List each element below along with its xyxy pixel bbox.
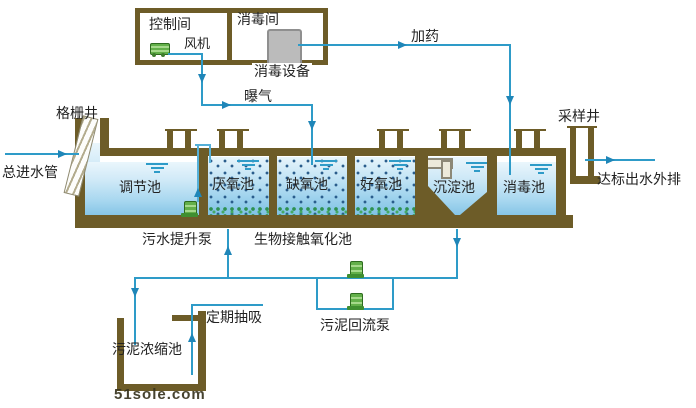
label-periodic-suction: 定期抽吸 [206,309,262,325]
label-sampling-well: 采样井 [558,108,600,124]
label-anoxic-tank: 缺氧池 [286,176,328,192]
biofilm-media-strip [208,206,269,215]
inlet-line [5,153,79,155]
lift-pump-pipe-top [195,144,211,146]
label-sedimentation-tank: 沉淀池 [433,179,475,195]
aeration-line-seg1 [168,53,203,55]
water-surface-icon [530,164,552,174]
label-dosing: 加药 [411,28,439,44]
arrow-down-icon [198,74,206,83]
thickener-top-step [172,315,198,321]
lift-pump-pipe-drop [209,146,211,163]
label-grid-well: 格栅井 [56,105,98,121]
divider-anaerobic-anoxic [269,148,277,215]
label-anaerobic-tank: 厌氧池 [212,176,254,192]
manhole-stub [219,131,243,148]
divider-regulation-anaerobic [199,148,208,215]
disinfection-equipment-box [267,29,302,66]
manhole-lid [514,129,546,131]
arrow-right-icon [222,101,231,109]
biofilm-media-strip [277,206,347,215]
water-surface-icon [389,160,411,170]
manhole-lid [217,129,249,131]
tank-base-slab [75,215,573,228]
arrow-down-icon [308,121,316,130]
label-aeration: 曝气 [244,88,272,104]
manhole-stub [441,131,465,148]
water-surface-icon [146,163,168,173]
manhole-lid [439,129,471,131]
label-main-inlet: 总进水管 [2,164,58,180]
divider-anoxic-aerobic [347,148,355,215]
arrow-right-icon [58,150,67,158]
right-outer-wall [556,148,566,228]
water-surface-icon [237,160,259,170]
grid-well-inner-wall [100,118,109,156]
thickener-bottom-wall [117,384,206,391]
arrow-up-icon [188,333,196,342]
label-fan: 风机 [184,36,211,51]
sampling-well-right-wall [588,128,594,178]
label-sludge-return-pump: 污泥回流泵 [320,317,390,333]
lift-pump-pipe-riser [197,146,199,202]
sludge-return-pump-base [347,306,364,310]
regulation-tank-water [85,162,199,215]
manhole-stub [516,131,540,148]
label-discharge: 达标出水外排 [597,171,681,187]
dosing-line-vertical [509,44,511,175]
manhole-stub [379,131,403,148]
label-control-room: 控制间 [149,16,191,32]
tank-cover-slab [109,148,557,156]
pump-loop-right [392,277,394,310]
arrow-right-icon [398,41,407,49]
thickener-left-wall [117,318,124,391]
pump-loop-left [316,277,318,310]
sedimentation-inlet-pipe-drop [441,160,452,179]
thickener-feed-line [134,277,136,345]
label-bio-contact-tank: 生物接触氧化池 [254,231,352,247]
sampling-well-lid [567,126,597,128]
suction-line-horizontal [191,304,263,306]
label-disinfection-tank: 消毒池 [503,179,545,195]
divider-aerobic-sedimentation [415,148,428,215]
label-disinfection-room: 消毒间 [237,11,279,27]
watermark: 51sole.com [114,386,206,403]
sampling-well-bottom [570,176,600,184]
label-sewage-lift-pump: 污水提升泵 [142,231,212,247]
label-regulation-tank: 调节池 [119,179,161,195]
manhole-stub [167,131,191,148]
sewage-lift-pump-base [181,213,198,217]
manhole-lid [165,129,197,131]
water-surface-icon [315,160,337,170]
fan-wheel-icon [161,53,165,57]
arrow-up-icon [224,246,232,255]
manhole-lid [377,129,409,131]
building-divider-wall [227,12,232,61]
sludge-return-pump-base [347,274,364,278]
aeration-line-seg4 [311,104,313,165]
label-disinfection-equipment: 消毒设备 [252,63,312,80]
arrow-down-icon [506,96,514,105]
arrow-down-icon [131,288,139,297]
arrow-down-icon [453,238,461,247]
arrow-right-icon [606,156,615,164]
biofilm-media-strip [355,206,415,215]
thickener-right-wall [198,311,206,391]
aeration-line-seg3 [201,104,313,106]
fan-icon [150,43,170,55]
outlet-line [585,159,655,161]
sedimentation-sludge-drop-line [456,229,458,278]
arrow-up-icon [194,188,202,197]
sampling-well-left-wall [570,128,576,178]
divider-sedimentation-disinfection [487,148,497,215]
label-sludge-thickening-tank: 污泥浓缩池 [112,341,182,357]
water-surface-icon [466,162,488,172]
fan-wheel-icon [152,53,156,57]
sludge-main-line [134,277,458,279]
label-aerobic-tank: 好氧池 [360,176,402,192]
